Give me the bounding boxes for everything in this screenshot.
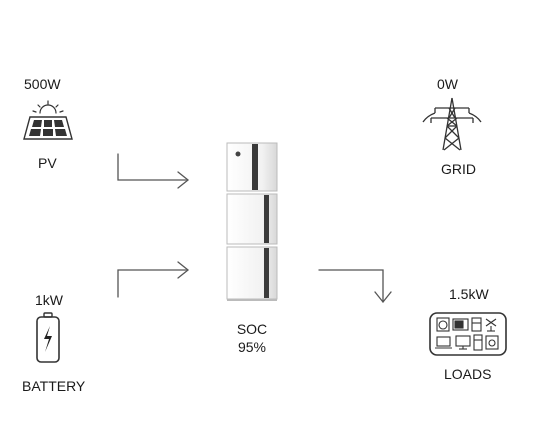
battery-arrowhead (177, 261, 190, 279)
soc-label: SOC (236, 321, 268, 337)
pv-power: 500W (24, 76, 61, 92)
pv-to-system-arrow (117, 153, 187, 181)
system-to-loads-arrow (318, 269, 384, 303)
pv-label: PV (38, 155, 57, 171)
battery-to-system-arrow (117, 269, 187, 298)
battery-charging-icon (35, 312, 61, 364)
power-tower-icon (422, 96, 482, 152)
battery-storage-unit-icon (226, 142, 278, 302)
soc-value: 95% (237, 339, 267, 355)
loads-arrowhead (374, 291, 392, 304)
soc-display: SOC 95% (226, 320, 278, 356)
pv-arrowhead (177, 171, 190, 189)
loads-power: 1.5kW (449, 286, 489, 302)
battery-label: BATTERY (22, 378, 86, 394)
grid-label: GRID (441, 161, 476, 177)
battery-power: 1kW (35, 292, 63, 308)
loads-label: LOADS (444, 366, 492, 382)
grid-power: 0W (437, 76, 458, 92)
solar-panel-icon (22, 100, 74, 145)
household-appliances-icon (429, 312, 507, 356)
